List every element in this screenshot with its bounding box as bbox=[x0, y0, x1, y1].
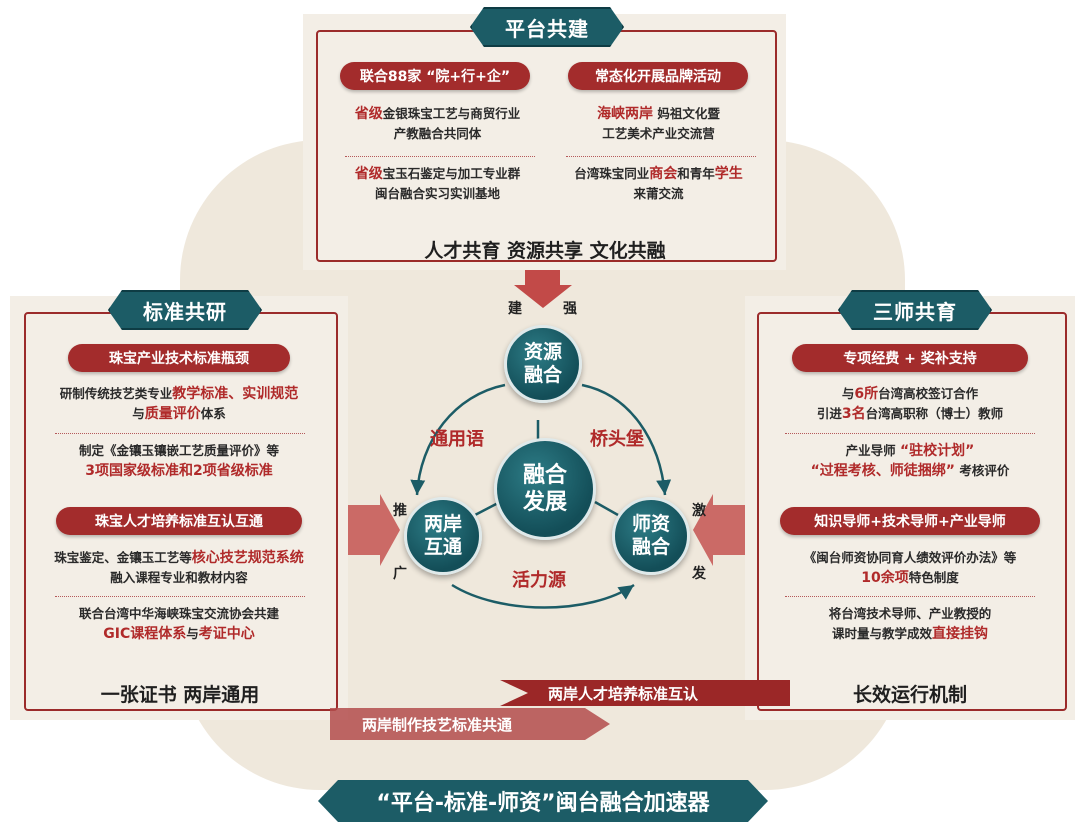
circle-teachers: 师资 融合 bbox=[612, 497, 690, 575]
left-item-1: 研制传统技艺类专业教学标准、实训规范 与质量评价体系 bbox=[59, 386, 299, 422]
left-panel-footer: 一张证书 两岸通用 bbox=[100, 684, 260, 706]
lower-lane-text: 两岸制作技艺标准共通 bbox=[362, 716, 513, 734]
right-item-1: 与6所台湾高校签订合作 引进3名台湾高职称（博士）教师 bbox=[816, 386, 1004, 422]
right-panel-footer: 长效运行机制 bbox=[852, 684, 967, 706]
left-item-4: 联合台湾中华海峡珠宝交流协会共建 GIC课程体系与考证中心 bbox=[78, 606, 279, 642]
left-pill-1: 珠宝产业技术标准瓶颈 bbox=[68, 344, 290, 372]
divider bbox=[55, 433, 305, 434]
arrow-right-left bbox=[348, 494, 400, 566]
top-right-item-2: 台湾珠宝同业商会和青年学生 来莆交流 bbox=[574, 166, 743, 201]
right-pill-2: 知识导师+技术导师+产业导师 bbox=[780, 507, 1040, 535]
label-fa: 发 bbox=[692, 566, 706, 582]
label-ji: 激 bbox=[692, 503, 706, 519]
arc-bottom bbox=[451, 583, 635, 609]
circle-resource-text: 资源 融合 bbox=[523, 341, 562, 386]
label-qiang: 强 bbox=[563, 301, 577, 317]
arrow-down-top bbox=[514, 270, 572, 308]
circle-resource: 资源 融合 bbox=[504, 325, 582, 403]
right-panel-title: 三师共育 bbox=[838, 290, 992, 330]
spoke-lines bbox=[410, 383, 672, 609]
arrow-left-right bbox=[693, 494, 745, 566]
circle-development: 融合 发展 bbox=[494, 438, 596, 540]
circle-cross-strait: 两岸 互通 bbox=[404, 497, 482, 575]
left-panel-title: 标准共研 bbox=[108, 290, 262, 330]
left-item-3: 珠宝鉴定、金镶玉工艺等核心技艺规范系统 融入课程专业和教材内容 bbox=[54, 550, 304, 585]
arc-top-right bbox=[581, 383, 672, 496]
top-right-item-1: 海峡两岸 妈祖文化暨 工艺美术产业交流营 bbox=[597, 106, 720, 141]
top-left-pill: 联合88家 “院+行+企” bbox=[340, 62, 530, 90]
bottom-banner: “平台-标准-师资”闽台融合加速器 bbox=[318, 780, 768, 822]
divider bbox=[785, 596, 1035, 597]
label-bridgehead: 桥头堡 bbox=[590, 429, 644, 450]
upper-lane-text: 两岸人才培养标准互认 bbox=[548, 685, 699, 703]
label-tui: 推 bbox=[393, 503, 407, 519]
circle-cross-strait-text: 两岸 互通 bbox=[423, 513, 462, 558]
right-pill-1: 专项经费 + 奖补支持 bbox=[792, 344, 1028, 372]
top-panel-footer: 人才共育 资源共享 文化共融 bbox=[424, 240, 666, 262]
divider bbox=[785, 433, 1035, 434]
divider bbox=[55, 596, 305, 597]
top-left-item-2: 省级宝玉石鉴定与加工专业群 闽台融合实习实训基地 bbox=[354, 166, 521, 201]
right-item-2: 产业导师 “驻校计划” “过程考核、师徒捆绑” 考核评价 bbox=[810, 443, 1010, 479]
arc-top-left bbox=[410, 383, 506, 496]
label-vitality-source: 活力源 bbox=[512, 570, 566, 591]
right-item-3: 《闽台师资协同育人绩效评价办法》等 10余项特色制度 bbox=[803, 550, 1017, 586]
top-panel-title: 平台共建 bbox=[470, 7, 624, 47]
circle-development-text: 融合 发展 bbox=[522, 463, 567, 515]
lower-lane-arrow bbox=[330, 708, 610, 740]
label-jian: 建 bbox=[508, 301, 522, 317]
label-guang: 广 bbox=[393, 566, 407, 582]
circle-teachers-text: 师资 融合 bbox=[631, 513, 670, 558]
left-pill-2: 珠宝人才培养标准互认互通 bbox=[56, 507, 302, 535]
right-item-4: 将台湾技术导师、产业教授的 课时量与教学成效直接挂钩 bbox=[828, 606, 992, 642]
top-panel bbox=[303, 14, 786, 270]
top-left-item-1: 省级金银珠宝工艺与商贸行业 产教融合共同体 bbox=[354, 106, 521, 141]
link-right bbox=[594, 500, 619, 517]
upper-lane-arrow bbox=[500, 680, 790, 706]
label-common-language: 通用语 bbox=[430, 429, 484, 450]
divider bbox=[566, 156, 756, 157]
divider bbox=[345, 156, 535, 157]
left-item-2: 制定《金镶玉镶嵌工艺质量评价》等 3项国家级标准和2项省级标准 bbox=[78, 443, 279, 479]
top-right-pill: 常态化开展品牌活动 bbox=[568, 62, 748, 90]
